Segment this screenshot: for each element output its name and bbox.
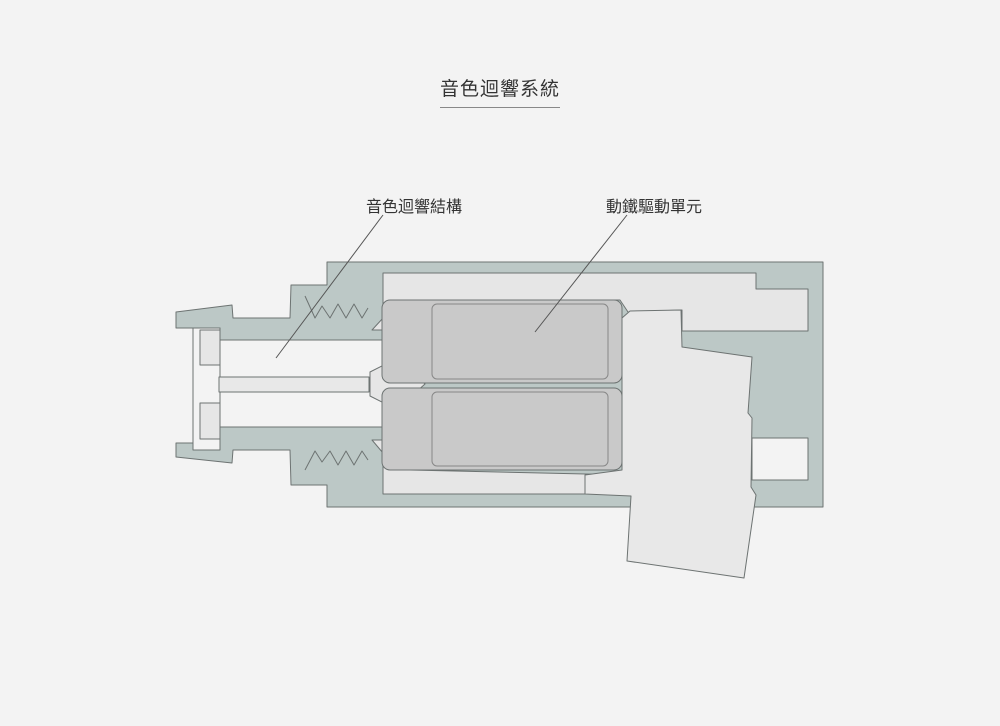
driver-unit-top	[381, 299, 623, 384]
label-balanced-armature-driver: 動鐵驅動單元	[606, 197, 703, 216]
rear-block	[584, 309, 757, 579]
upper-cavity	[371, 272, 809, 332]
thread-bottom	[304, 450, 369, 471]
driver-unit-bottom	[381, 387, 623, 471]
label-resonance-structure: 音色迴響結構	[366, 197, 463, 216]
pointer-driver	[534, 214, 628, 333]
rear-slot	[751, 437, 809, 481]
nozzle-tube	[218, 376, 370, 393]
pointer-resonance	[275, 214, 384, 359]
diagram-title: 音色迴響系統	[0, 74, 1000, 108]
thread-top	[304, 295, 369, 319]
